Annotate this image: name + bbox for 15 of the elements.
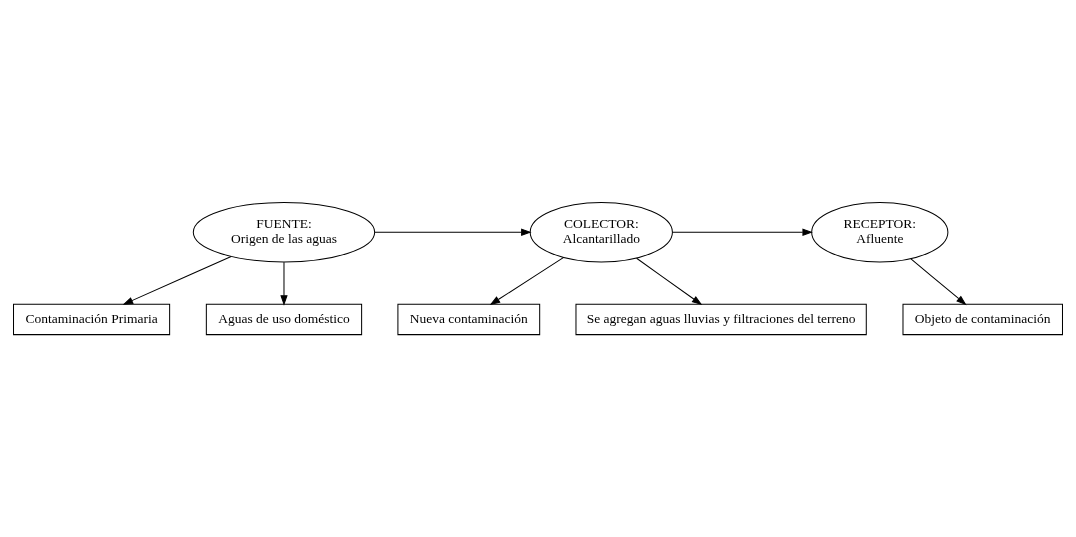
node-ellipse: RECEPTOR: Afluente (811, 202, 949, 263)
node-box: Contaminación Primaria (13, 303, 171, 336)
node-box: Objeto de contaminación (902, 303, 1063, 336)
node-ellipse: FUENTE: Origen de las aguas (192, 202, 376, 263)
node-box: Se agregan aguas lluvias y filtraciones del terreno (575, 303, 867, 336)
arrow (489, 257, 564, 306)
arrow (636, 257, 703, 306)
arrow (910, 258, 967, 306)
arrow (280, 261, 288, 306)
node-box: Nueva contaminación (397, 303, 541, 336)
node-ellipse: COLECTOR: Alcantarillado (529, 202, 673, 263)
arrow (122, 256, 232, 305)
node-box: Aguas de uso doméstico (205, 303, 363, 336)
arrow (374, 228, 532, 236)
arrow (672, 228, 813, 236)
